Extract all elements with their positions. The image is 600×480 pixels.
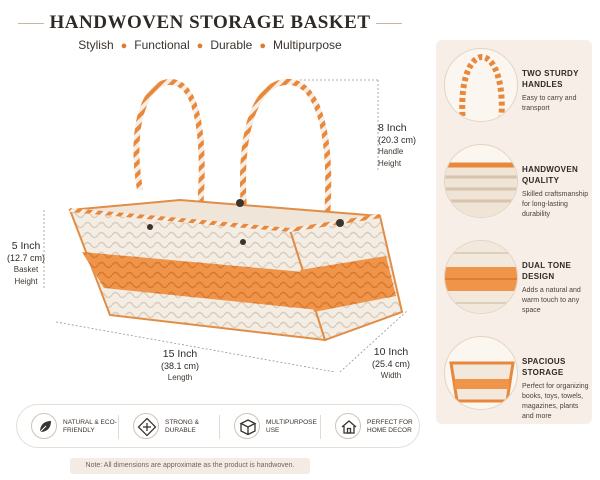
basket-side-band xyxy=(300,256,396,312)
basket-illustration xyxy=(43,78,409,373)
page-title: HANDWOVEN STORAGE BASKET xyxy=(49,12,371,33)
subtitle-item: Durable xyxy=(210,38,253,52)
basket-front-band xyxy=(82,252,318,310)
dimension-guides xyxy=(43,79,409,373)
badge-divider xyxy=(118,415,119,439)
subtitle: Stylish ● Functional ● Durable ● Multipurpose xyxy=(0,38,420,52)
badge-home-decor: PERFECT FOR HOME DECOR xyxy=(321,405,421,449)
dot-separator: ● xyxy=(196,40,204,52)
title-rule-right xyxy=(376,23,402,24)
feature-handles: TWO STURDY HANDLES Easy to carry and tra… xyxy=(436,40,592,136)
handle-right xyxy=(240,78,332,231)
badge-multipurpose: MULTIPURPOSE USE xyxy=(220,405,320,449)
feature-dual-tone: DUAL TONE DESIGN Adds a natural and warm… xyxy=(436,232,592,328)
weave-closeup-icon xyxy=(444,144,518,218)
feature-storage: SPACIOUS STORAGE Perfect for organizing … xyxy=(436,328,592,424)
box-icon xyxy=(234,413,260,439)
badge-divider xyxy=(320,415,321,439)
feature-handwoven: HANDWOVEN QUALITY Skilled craftsmanship … xyxy=(436,136,592,232)
house-icon xyxy=(335,413,361,439)
dimensions-note: Note: All dimensions are approximate as … xyxy=(70,458,310,474)
handles-closeup-icon xyxy=(444,48,518,122)
badge-strong: STRONG & DURABLE xyxy=(119,405,219,449)
badge-divider xyxy=(219,415,220,439)
features-panel: TWO STURDY HANDLES Easy to carry and tra… xyxy=(436,40,592,424)
subtitle-item: Stylish xyxy=(78,38,114,52)
subtitle-item: Multipurpose xyxy=(273,38,342,52)
length-label: 15 Inch (38.1 cm) Length xyxy=(160,348,199,382)
dual-tone-closeup-icon xyxy=(444,240,518,314)
basket-height-label: 5 Inch (12.7 cm) Basket Height xyxy=(6,240,45,286)
handle-left xyxy=(133,79,205,211)
dot-separator: ● xyxy=(259,40,266,52)
weave-icon xyxy=(133,413,159,439)
title-rule-left xyxy=(18,23,44,24)
badges-bar: NATURAL & ECO-FRIENDLY STRONG & DURABLE … xyxy=(16,404,420,448)
subtitle-item: Functional xyxy=(134,38,190,52)
leaf-icon xyxy=(31,413,57,439)
storage-closeup-icon xyxy=(444,336,518,410)
handle-height-label: 8 Inch (20.3 cm) Handle Height xyxy=(378,122,417,168)
dot-separator: ● xyxy=(120,40,128,52)
badge-natural: NATURAL & ECO-FRIENDLY xyxy=(17,405,117,449)
width-label: 10 Inch (25.4 cm) Width xyxy=(371,346,410,380)
